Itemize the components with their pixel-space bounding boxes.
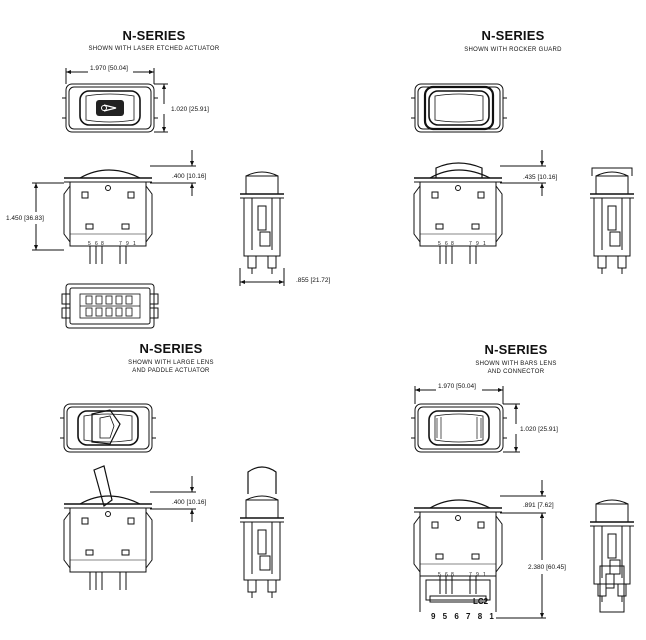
panel1-rocker-dim: .400 [10.16] bbox=[172, 173, 207, 180]
svg-text:9: 9 bbox=[476, 572, 479, 578]
svg-text:6: 6 bbox=[445, 241, 448, 247]
panel3-side-view bbox=[63, 495, 153, 591]
svg-text:1: 1 bbox=[483, 241, 486, 247]
svg-text:6: 6 bbox=[95, 241, 98, 247]
panel2-title: N-SERIES bbox=[481, 28, 545, 43]
panel1-body-dim: 1.450 [36.83] bbox=[6, 215, 44, 222]
panel3-rocker-dim: .400 [10.16] bbox=[172, 499, 207, 506]
svg-text:7: 7 bbox=[119, 241, 122, 247]
svg-text:1: 1 bbox=[133, 241, 136, 247]
panel3-subtitle-line2: AND PADDLE ACTUATOR bbox=[132, 368, 210, 374]
panel3-subtitle-line1: SHOWN WITH LARGE LENS bbox=[128, 360, 214, 366]
panel4-subtitle-line2: AND CONNECTOR bbox=[487, 369, 545, 375]
panel3-end-view bbox=[239, 495, 285, 599]
panel1-height-dim: 1.020 [25.91] bbox=[171, 106, 209, 113]
svg-text:5: 5 bbox=[88, 241, 91, 247]
svg-text:5: 5 bbox=[438, 241, 441, 247]
panel4-height-dim: 1.020 [25.91] bbox=[520, 426, 558, 433]
panel4-end-view bbox=[589, 499, 635, 613]
svg-text:9: 9 bbox=[126, 241, 129, 247]
svg-text:8: 8 bbox=[451, 572, 454, 578]
panel4-rocker-dim: .891 [7.62] bbox=[523, 502, 554, 509]
panel1-end-view bbox=[239, 171, 285, 275]
panel2-side-view bbox=[413, 162, 503, 265]
panel2-subtitle: SHOWN WITH ROCKER GUARD bbox=[464, 47, 562, 53]
svg-text:1: 1 bbox=[483, 572, 486, 578]
panel1-depth-dim: .855 [21.72] bbox=[296, 277, 331, 284]
svg-text:9: 9 bbox=[476, 241, 479, 247]
svg-text:5: 5 bbox=[438, 572, 441, 578]
panel4-subtitle-line1: SHOWN WITH BARS LENS bbox=[475, 361, 557, 367]
panel2-end-view bbox=[589, 167, 635, 275]
panel4-top-view bbox=[410, 403, 508, 453]
laser-etched-icon bbox=[96, 100, 124, 116]
svg-text:7: 7 bbox=[469, 241, 472, 247]
svg-text:7: 7 bbox=[469, 572, 472, 578]
connector-body bbox=[419, 568, 497, 612]
panel3-top-view bbox=[59, 403, 157, 453]
svg-text:8: 8 bbox=[101, 241, 104, 247]
paddle-actuator bbox=[93, 465, 113, 508]
panel1-side-view bbox=[63, 169, 153, 265]
panel4-width-dim: 1.970 [50.04] bbox=[438, 383, 476, 390]
panel4-title: N-SERIES bbox=[484, 342, 548, 357]
panel2-rocker-dim: .435 [10.16] bbox=[523, 174, 558, 181]
svg-text:6: 6 bbox=[445, 572, 448, 578]
panel3-end-paddle bbox=[247, 466, 277, 494]
panel4-body-dim: 2.380 [60.45] bbox=[528, 564, 566, 571]
panel3-title: N-SERIES bbox=[139, 341, 203, 356]
panel2-top-view bbox=[410, 83, 508, 133]
panel1-bottom-view bbox=[61, 283, 159, 329]
panel1-title: N-SERIES bbox=[122, 28, 186, 43]
panel1-width-dim: 1.970 [50.04] bbox=[90, 65, 128, 72]
connector-pin-numbers: 9 5 6 7 8 1 bbox=[431, 612, 497, 621]
svg-text:8: 8 bbox=[451, 241, 454, 247]
panel1-subtitle: SHOWN WITH LASER ETCHED ACTUATOR bbox=[88, 46, 220, 52]
